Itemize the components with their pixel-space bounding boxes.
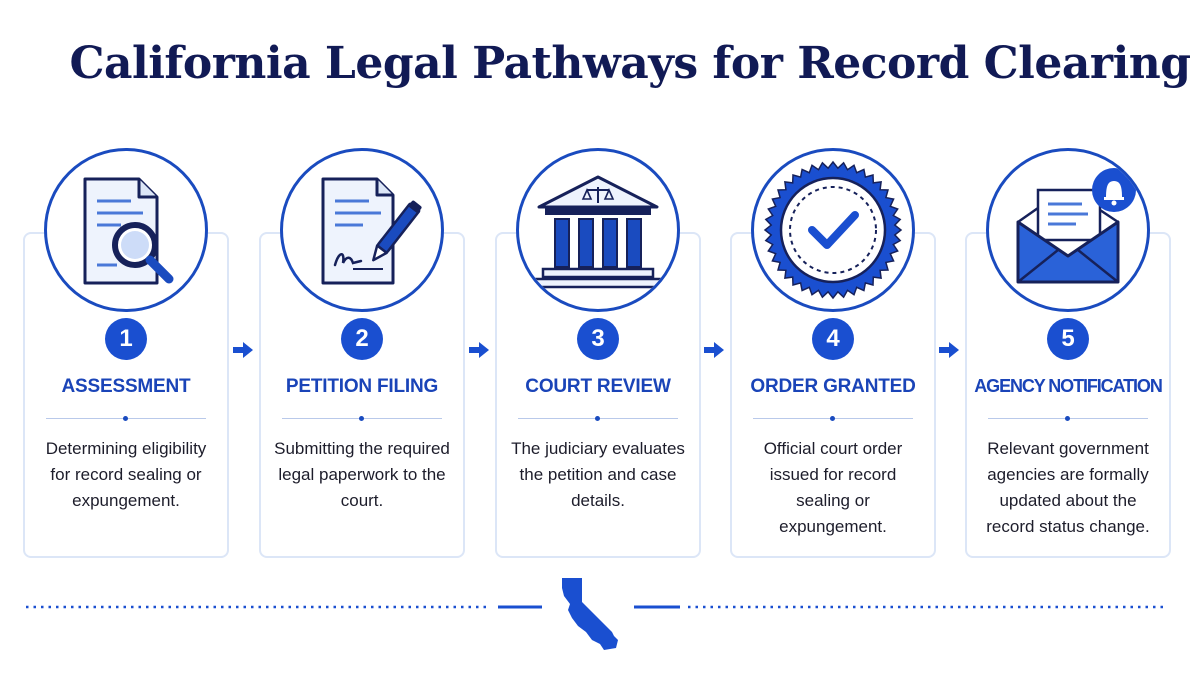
step-icon-circle — [44, 148, 208, 312]
step-description: Relevant government agencies are formall… — [986, 439, 1150, 536]
document-pen-icon — [321, 177, 422, 285]
step-description: The judiciary evaluates the petition and… — [511, 439, 685, 510]
step-description: Determining eligibility for record seali… — [45, 439, 207, 510]
step-divider — [282, 416, 442, 421]
step-divider — [753, 416, 913, 421]
step-title: COURT REVIEW — [525, 376, 671, 397]
courthouse-icon — [533, 175, 663, 289]
step-icon-circle — [751, 148, 915, 312]
step-divider — [518, 416, 678, 421]
envelope-bell-icon — [1016, 168, 1136, 284]
step-title: ORDER GRANTED — [750, 376, 916, 397]
step-description: Submitting the required legal paperwork … — [274, 439, 450, 510]
footer-divider — [26, 605, 1168, 609]
step-icon-circle — [280, 148, 444, 312]
step-number-badge: 5 — [1047, 318, 1089, 360]
step-number-badge: 2 — [341, 318, 383, 360]
step-title: AGENCY NOTIFICATION — [974, 376, 1163, 396]
step-description: Official court order issued for record s… — [763, 439, 903, 536]
arrow-right-icon — [704, 342, 724, 358]
step-divider — [46, 416, 206, 421]
california-map-icon — [562, 578, 618, 650]
step-divider — [988, 416, 1148, 421]
step-title: ASSESSMENT — [61, 376, 191, 397]
step-number-badge: 4 — [812, 318, 854, 360]
arrow-right-icon — [939, 342, 959, 358]
step-number-badge: 1 — [105, 318, 147, 360]
step-number-badge: 3 — [577, 318, 619, 360]
step-title: PETITION FILING — [285, 376, 439, 397]
step-icon-circle — [986, 148, 1150, 312]
arrow-right-icon — [233, 342, 253, 358]
approval-seal-icon — [763, 160, 903, 300]
page-title: California Legal Pathways for Record Cle… — [69, 38, 1191, 89]
document-magnifier-icon — [83, 177, 174, 285]
arrow-right-icon — [469, 342, 489, 358]
step-icon-circle — [516, 148, 680, 312]
